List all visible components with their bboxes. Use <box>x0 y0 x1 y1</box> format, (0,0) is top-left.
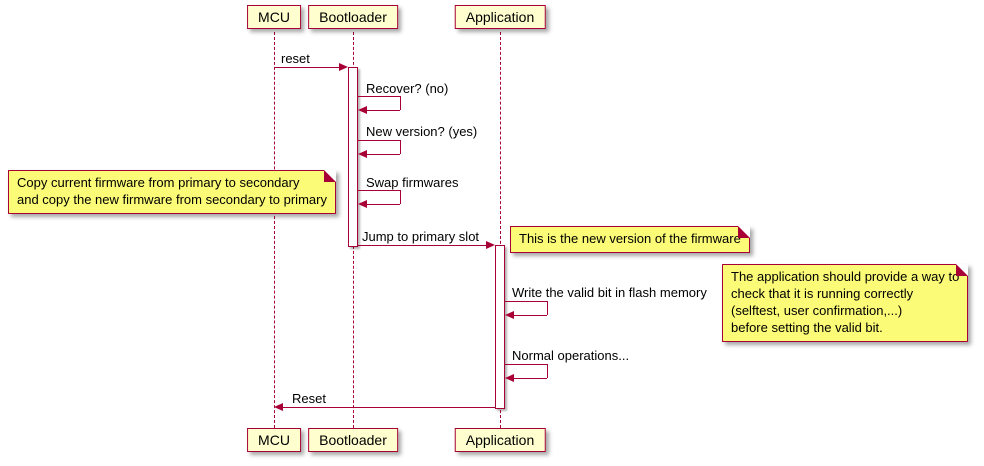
message-swap-line-out <box>358 190 400 191</box>
note-valid-bit-text: The application should provide a way to … <box>731 269 960 335</box>
message-swap-line-down <box>400 190 401 204</box>
message-reset-label: reset <box>281 51 310 66</box>
message-swap-label: Swap firmwares <box>366 175 459 190</box>
message-reset-return-label: Reset <box>292 391 326 406</box>
note-copy-firmware: Copy current firmware from primary to se… <box>8 170 336 214</box>
participant-mcu-bottom: MCU <box>247 428 301 452</box>
note-fold-icon <box>323 170 336 182</box>
note-fold-icon <box>737 226 750 238</box>
participant-bootloader-top: Bootloader <box>308 5 398 29</box>
participant-application-bottom: Application <box>454 428 546 452</box>
message-reset-return-arrowhead-icon <box>274 403 283 411</box>
message-write-valid-arrowhead-icon <box>505 311 514 319</box>
message-recover-line-back <box>367 110 400 111</box>
message-recover-line-down <box>400 96 401 110</box>
note-new-firmware-version-text: This is the new version of the firmware <box>519 231 741 246</box>
message-normal-ops-label: Normal operations... <box>512 348 630 363</box>
message-normal-ops-line-out <box>505 364 547 365</box>
activation-bar-application <box>495 245 505 409</box>
message-recover-arrowhead-icon <box>358 106 367 114</box>
note-fold-icon <box>956 264 969 276</box>
message-reset-arrowhead-icon <box>339 63 348 71</box>
message-jump-arrowhead-icon <box>486 241 495 249</box>
message-new-version-line-out <box>358 140 400 141</box>
message-write-valid-line-out <box>505 301 547 302</box>
message-write-valid-line-down <box>547 301 548 315</box>
message-write-valid-line-back <box>514 315 547 316</box>
message-swap-arrowhead-icon <box>358 200 367 208</box>
message-new-version-arrowhead-icon <box>358 150 367 158</box>
message-normal-ops-line-back <box>514 378 547 379</box>
message-recover-label: Recover? (no) <box>366 81 449 96</box>
participant-bootloader-bottom: Bootloader <box>308 428 398 452</box>
lifeline-application <box>500 32 501 428</box>
note-copy-firmware-text: Copy current firmware from primary to se… <box>17 175 327 207</box>
participant-application-top: Application <box>454 5 546 29</box>
message-reset-return-line <box>283 407 495 408</box>
lifeline-mcu <box>274 32 275 428</box>
message-recover-line-out <box>358 96 400 97</box>
message-swap-line-back <box>367 204 400 205</box>
message-normal-ops-line-down <box>547 364 548 378</box>
message-jump-label: Jump to primary slot <box>362 229 480 244</box>
note-new-firmware-version: This is the new version of the firmware <box>510 226 750 253</box>
note-valid-bit: The application should provide a way to … <box>722 264 969 342</box>
message-write-valid-label: Write the valid bit in flash memory <box>512 285 707 300</box>
participant-mcu-top: MCU <box>247 5 301 29</box>
message-new-version-line-back <box>367 154 400 155</box>
message-new-version-line-down <box>400 140 401 154</box>
message-reset-line <box>274 67 340 68</box>
message-new-version-label: New version? (yes) <box>366 124 478 139</box>
message-jump-line <box>358 245 486 246</box>
activation-bar-bootloader <box>348 67 358 247</box>
message-normal-ops-arrowhead-icon <box>505 374 514 382</box>
